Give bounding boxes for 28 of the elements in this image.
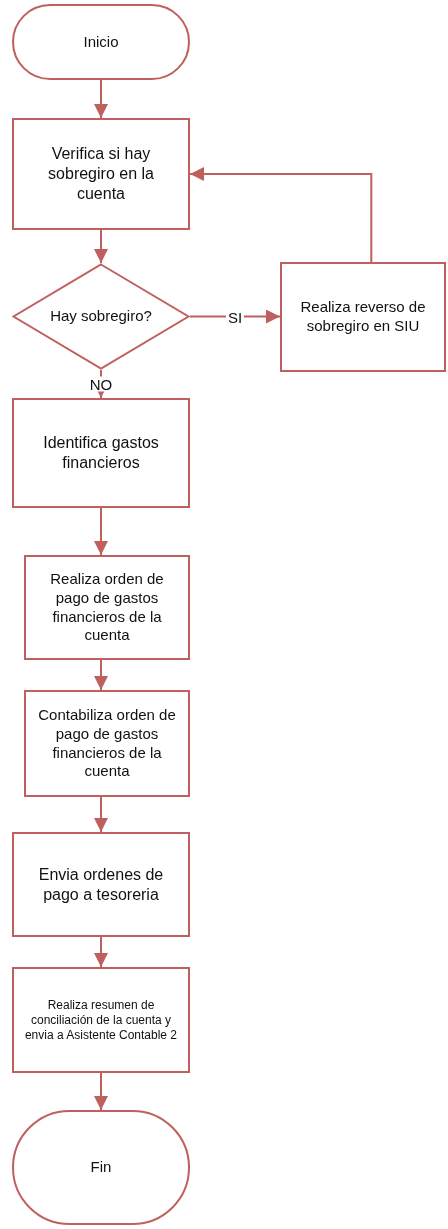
node-label: Inicio: [83, 31, 119, 52]
node-label: Realiza resumen de conciliación de la cuenta y envia a Asistente Contable 2: [23, 997, 179, 1043]
arrow: [94, 659, 108, 691]
arrow: [94, 1072, 108, 1111]
node-label: Identifica gastos financieros: [42, 433, 160, 473]
process-box: [280, 262, 446, 372]
arrow: [94, 229, 108, 264]
arrow: [189, 309, 281, 324]
node-label: Realiza reverso de sobregiro en SIU: [299, 298, 427, 336]
node-label: Hay sobregiro?: [50, 306, 152, 327]
process-box: [24, 690, 190, 797]
arrow: [189, 167, 373, 263]
process-box: [12, 118, 190, 230]
arrow: [94, 507, 108, 556]
process-box: [12, 967, 190, 1073]
decision-diamond: [12, 263, 190, 370]
arrow: [94, 79, 108, 119]
node-label: Contabiliza orden de pago de gastos financieros de la cuenta: [37, 706, 177, 781]
process-box: [12, 832, 190, 937]
arrow: [94, 796, 108, 833]
node-label: Realiza orden de pago de gastos financieros de la cuenta: [49, 570, 165, 645]
node-label: Fin: [90, 1157, 112, 1178]
node-label: Envia ordenes de pago a tesoreria: [37, 864, 165, 905]
arrow: [94, 936, 108, 968]
edge-label: NO: [87, 376, 115, 392]
process-box: [12, 398, 190, 508]
process-box: [24, 555, 190, 660]
node-label: Verifica si hay sobregiro en la cuenta: [47, 144, 155, 204]
